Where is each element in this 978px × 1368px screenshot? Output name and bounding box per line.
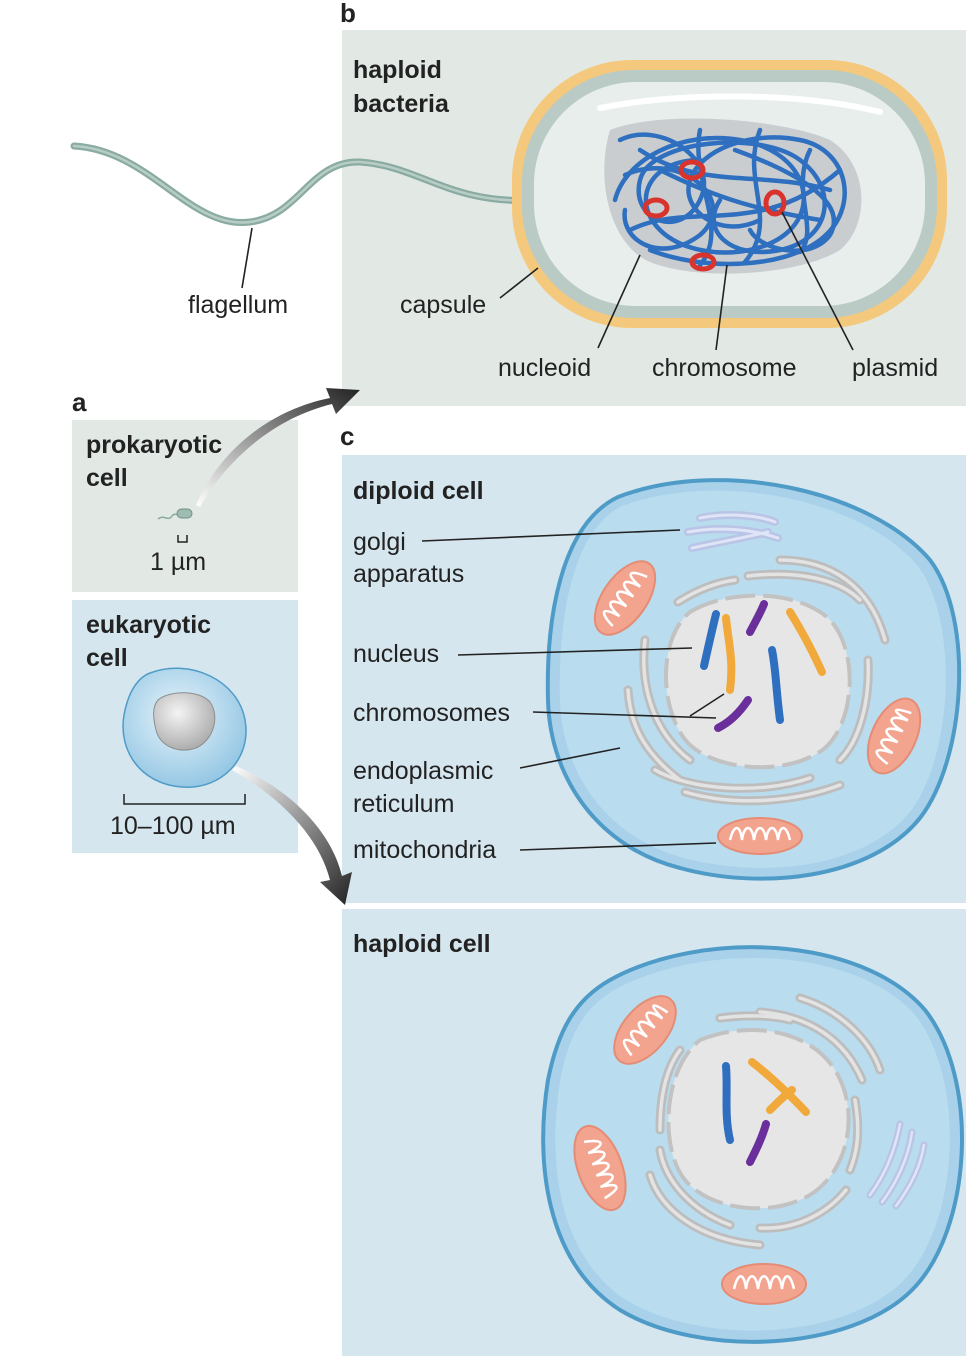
diploid-mitochondrion xyxy=(593,560,657,636)
mitochondria-leader xyxy=(519,842,717,851)
plasmid-ring xyxy=(763,189,787,217)
diploid-title: diploid cell xyxy=(353,477,484,505)
diploid-golgi-inner xyxy=(686,513,780,550)
panel-letter-b: b xyxy=(340,0,356,28)
eukaryotic-title-line2: cell xyxy=(86,644,128,672)
haploid-chromosomes xyxy=(722,1058,810,1166)
haploid-er-inner xyxy=(648,996,882,1247)
chromosome-orange xyxy=(722,614,736,694)
chromosome-blue xyxy=(722,1062,734,1144)
label-chromosomes: chromosomes xyxy=(353,699,510,727)
nucleus-leader xyxy=(457,647,693,656)
chromosome-blue xyxy=(768,646,784,724)
mini-eukaryotic-nucleus xyxy=(153,692,216,751)
eukaryotic-title-line1: eukaryotic xyxy=(86,611,211,639)
er-leader xyxy=(519,747,621,769)
chromosome-purple xyxy=(746,1120,770,1166)
bacteria-title: haploid bacteria xyxy=(353,56,450,118)
plasmids xyxy=(642,159,787,272)
label-nucleoid: nucleoid xyxy=(498,354,591,382)
mini-bacterium-flagellum xyxy=(157,513,179,520)
prokaryotic-title: prokaryotic cell xyxy=(86,431,229,492)
chromosome-orange xyxy=(748,1058,810,1116)
prokaryotic-title-line2: cell xyxy=(86,464,128,492)
label-nucleus: nucleus xyxy=(353,640,439,668)
label-mitochondria: mitochondria xyxy=(353,836,496,864)
label-er-line1: endoplasmic xyxy=(353,757,493,785)
plasmid-ring xyxy=(642,197,670,219)
diploid-mitochondrion xyxy=(717,817,803,855)
bacterial-highlight xyxy=(597,93,883,115)
label-flagellum: flagellum xyxy=(188,291,288,319)
eukaryotic-scale-label: 10–100 µm xyxy=(110,812,236,840)
label-er: endoplasmic reticulum xyxy=(353,757,500,818)
eukaryotic-scale-bar xyxy=(123,794,246,805)
prokaryotic-scale-bar xyxy=(177,535,188,543)
label-golgi-line2: apparatus xyxy=(353,560,464,588)
label-chromosome: chromosome xyxy=(652,354,797,382)
bacteria-title-line1: haploid xyxy=(353,56,442,84)
eukaryotic-title: eukaryotic cell xyxy=(86,611,218,672)
nucleoid-leader xyxy=(597,254,641,349)
plasmid-ring xyxy=(678,159,706,181)
capsule-leader xyxy=(499,267,539,299)
flagellum-leader xyxy=(241,227,253,289)
diploid-chromosomes xyxy=(700,600,826,732)
bacteria-title-line2: bacteria xyxy=(353,90,450,118)
prokaryotic-title-line1: prokaryotic xyxy=(86,431,222,459)
arrow-to-eukaryote xyxy=(232,766,352,905)
panel-a-prokaryotic-background xyxy=(72,420,298,592)
mini-bacterium xyxy=(176,508,193,519)
label-golgi: golgi apparatus xyxy=(353,528,464,588)
flagellum-highlight xyxy=(72,144,537,224)
haploid-mitochondrion xyxy=(721,1263,807,1305)
haploid-nucleus xyxy=(666,1028,851,1211)
label-er-line2: reticulum xyxy=(353,790,454,818)
prokaryotic-scale-label: 1 µm xyxy=(150,548,206,576)
chromosome-purple xyxy=(714,696,752,732)
label-plasmid: plasmid xyxy=(852,354,938,382)
label-capsule: capsule xyxy=(400,291,486,319)
chromosome-blue xyxy=(700,610,720,670)
chromosome-orange xyxy=(786,608,826,676)
panel-letter-a: a xyxy=(72,387,87,417)
plasmid-ring xyxy=(689,252,717,272)
label-golgi-line1: golgi xyxy=(353,528,406,556)
chromosome-orange-arm xyxy=(766,1086,796,1114)
arrow-to-bacteria xyxy=(196,388,360,507)
diploid-er-inner xyxy=(626,558,887,803)
chromosomes-leader-branch xyxy=(689,693,725,717)
haploid-golgi-inner xyxy=(868,1122,926,1208)
haploid-title: haploid cell xyxy=(353,930,491,958)
plasmid-leader xyxy=(781,211,854,351)
panel-letter-c: c xyxy=(340,421,354,451)
golgi-leader xyxy=(421,529,681,542)
chromosome-leader xyxy=(715,264,728,351)
chromosome-purple xyxy=(746,600,768,636)
diploid-mitochondrion xyxy=(866,697,922,775)
haploid-mitochondrion xyxy=(613,995,677,1065)
chromosomes-leader xyxy=(532,711,717,719)
haploid-mitochondrion xyxy=(573,1124,627,1212)
